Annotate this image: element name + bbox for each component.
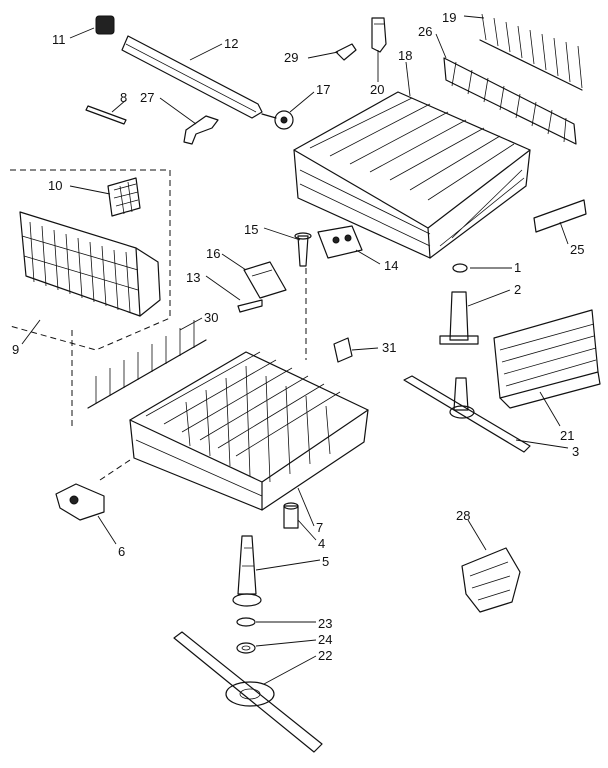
callout-6: 6 [118, 544, 125, 559]
callout-9: 9 [12, 342, 19, 357]
callout-27: 27 [140, 90, 154, 105]
callout-5: 5 [322, 554, 329, 569]
callout-30: 30 [204, 310, 218, 325]
part-4-cylinder [283, 502, 299, 529]
callout-3: 3 [572, 444, 579, 459]
part-7-lower-rack [129, 351, 369, 511]
callout-11: 11 [52, 32, 66, 47]
callout-22: 22 [318, 648, 332, 663]
callout-18: 18 [398, 48, 412, 63]
part-9-silverware-basket [9, 169, 171, 351]
part-6-wheel [55, 483, 105, 521]
part-3-spray-arm [403, 375, 531, 453]
callout-16: 16 [206, 246, 220, 261]
callout-26: 26 [418, 24, 432, 39]
part-12-rail [121, 35, 263, 119]
callout-1: 1 [514, 260, 521, 275]
part-15-screw [294, 232, 312, 267]
callout-13: 13 [186, 270, 200, 285]
part-27-clip [183, 115, 219, 145]
part-13-screw [237, 299, 263, 313]
part-14-bracket [317, 225, 363, 259]
callout-15: 15 [244, 222, 258, 237]
callout-21: 21 [560, 428, 574, 443]
callout-17: 17 [316, 82, 330, 97]
callout-2: 2 [514, 282, 521, 297]
part-19-tines [479, 13, 583, 91]
part-31-clip [333, 337, 353, 363]
callout-31: 31 [382, 340, 396, 355]
part-18-upper-rack [293, 91, 531, 259]
callout-10: 10 [48, 178, 62, 193]
part-16-block [243, 261, 287, 299]
callout-labels: 11 12 8 27 29 20 17 18 26 19 10 15 16 14… [12, 10, 584, 663]
part-5-spray-tube [232, 535, 262, 607]
callout-29: 29 [284, 50, 298, 65]
callout-12: 12 [224, 36, 238, 51]
assembly-dash-lines [71, 268, 307, 481]
part-30-tines [87, 320, 207, 409]
part-2-spray-tube [439, 291, 479, 345]
part-22-spray-arm [173, 631, 323, 753]
leader-lines [21, 15, 569, 685]
callout-4: 4 [318, 536, 325, 551]
callout-8: 8 [120, 90, 127, 105]
callout-23: 23 [318, 616, 332, 631]
callout-28: 28 [456, 508, 470, 523]
part-25-rack-piece [533, 199, 587, 233]
part-29-pin [335, 43, 357, 61]
part-17-roller [261, 110, 294, 130]
callout-14: 14 [384, 258, 398, 273]
part-1-washer [452, 263, 468, 273]
callout-7: 7 [316, 520, 323, 535]
part-24-ring [236, 642, 256, 654]
callout-24: 24 [318, 632, 332, 647]
part-21-basket [493, 309, 601, 409]
part-8-bar [85, 105, 127, 125]
part-23-washer [236, 617, 256, 627]
part-26-tine-row [443, 57, 577, 145]
callout-25: 25 [570, 242, 584, 257]
callout-19: 19 [442, 10, 456, 25]
part-11-end-cap [95, 15, 115, 35]
part-28-basket [461, 547, 521, 613]
part-20-stop [371, 17, 387, 53]
callout-20: 20 [370, 82, 384, 97]
part-10-basket-lid [107, 177, 141, 217]
